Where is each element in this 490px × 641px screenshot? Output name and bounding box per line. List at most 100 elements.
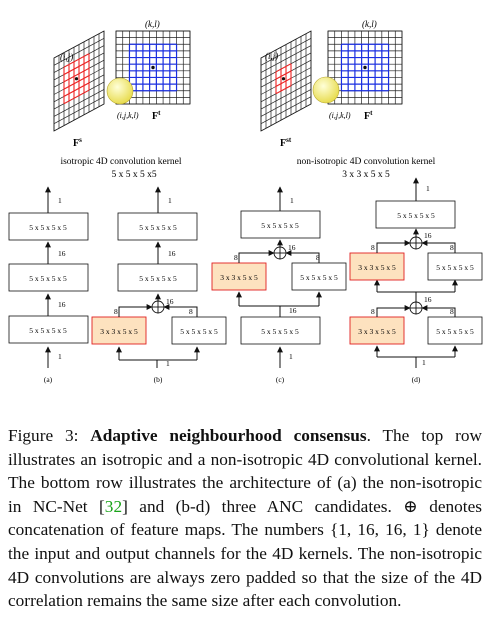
non-isotropic-kernel-illustration: (i,j) (k,l) (i,j,k,l) Fst Ft non-isotrop…	[260, 19, 436, 180]
conv-box	[8, 212, 89, 241]
channel-label: 8	[189, 307, 193, 316]
isotropic-kernel-caption: isotropic 4D convolution kernel	[60, 157, 181, 167]
target-feature-label: Ft	[152, 109, 161, 122]
isotropic-kernel-size: 5 x 5 x 5 x5	[111, 170, 156, 180]
channel-label: 1	[426, 184, 430, 193]
kernel-line	[275, 63, 292, 73]
network-a: 1 5 x 5 x 5 x 5 16 5 x 5 x 5 x 5 16 5 x …	[8, 186, 89, 384]
network-d: 1 3 x 3 x 5 x 5 5 x 5 x 5 x 5 8 8 16 3 x…	[349, 177, 483, 384]
channel-label: 1	[168, 196, 172, 205]
kernel-center-dot	[281, 77, 286, 81]
aniso-conv-box	[91, 316, 147, 345]
channel-label: 1	[58, 352, 62, 361]
channel-label: 16	[424, 295, 432, 304]
conv-box	[427, 252, 483, 281]
conv-box-label: 3 x 3 x 5 x 5	[358, 327, 396, 336]
conv-box-label: 3 x 3 x 5 x 5	[220, 273, 258, 282]
conv-box	[240, 316, 321, 345]
channel-label: 1	[289, 352, 293, 361]
channel-label: 8	[371, 243, 375, 252]
caption-prefix: Figure 3:	[8, 426, 91, 445]
conv-box	[117, 212, 198, 241]
channel-label: 8	[114, 307, 118, 316]
grid-line	[53, 96, 105, 125]
conv-box-label: 5 x 5 x 5 x 5	[397, 211, 435, 220]
source-point-label: (i,j)	[265, 51, 278, 61]
grid-line	[53, 89, 105, 117]
grid-line	[260, 96, 312, 125]
source-feature-grid	[260, 30, 312, 132]
network-label: (c)	[276, 375, 285, 384]
conv-box-label: 5 x 5 x 5 x 5	[436, 327, 474, 336]
caption-text-1: . The top row illustrates an isotropic a…	[8, 426, 483, 516]
channel-label: 16	[168, 249, 176, 258]
kernel-line	[275, 77, 292, 87]
conv-box-label: 5 x 5 x 5 x 5	[180, 327, 218, 336]
channel-label: 8	[316, 253, 320, 262]
conv-box	[291, 262, 347, 291]
channel-label: 16	[288, 243, 296, 252]
caption-text-2: ] and (b-d) three ANC candidates. ⊕ deno…	[8, 496, 482, 611]
citation-link[interactable]: 32	[104, 496, 123, 516]
channel-label: 8	[450, 307, 454, 316]
kernel-center-dot	[74, 77, 79, 81]
correlation-point-label: (i,j,k,l)	[329, 111, 351, 120]
architecture-figure: (i,j) (k,l) (i,j,k,l) Fs Ft isotropic 4D…	[8, 19, 483, 384]
conv-box	[240, 210, 321, 239]
conv-box-label: 3 x 3 x 5 x 5	[358, 263, 396, 272]
conv-box-label: 5 x 5 x 5 x 5	[29, 223, 67, 232]
conv-box	[375, 200, 456, 229]
aniso-conv-box	[349, 316, 405, 345]
correlation-point-label: (i,j,k,l)	[117, 111, 139, 120]
source-feature-label: Fst	[280, 136, 292, 149]
conv-box	[8, 263, 89, 292]
conv-box-label: 3 x 3 x 5 x 5	[100, 327, 138, 336]
kernel-sphere	[312, 76, 340, 104]
channel-label: 1	[166, 359, 170, 368]
channel-label: 16	[289, 306, 297, 315]
kernel-line	[63, 75, 90, 90]
source-feature-grid	[53, 30, 105, 132]
network-b: 1 3 x 3 x 5 x 5 5 x 5 x 5 x 5 8 8 16 5 x…	[91, 186, 227, 384]
conv-box-label: 5 x 5 x 5 x 5	[261, 327, 299, 336]
channel-label: 8	[234, 253, 238, 262]
network-label: (d)	[412, 375, 421, 384]
conv-box	[171, 316, 227, 345]
kernel-line	[63, 82, 90, 97]
kernel-line	[63, 67, 90, 83]
target-feature-label: Ft	[364, 109, 373, 122]
channel-label: 8	[450, 243, 454, 252]
target-point-label: (k,l)	[145, 19, 160, 29]
aniso-conv-box	[211, 262, 267, 291]
kernel-line	[275, 70, 292, 80]
kernel-line	[63, 53, 90, 68]
channel-label: 1	[422, 358, 426, 367]
source-feature-label: Fs	[73, 136, 82, 149]
network-label: (a)	[44, 375, 53, 384]
conv-box-label: 5 x 5 x 5 x 5	[261, 221, 299, 230]
conv-box	[427, 316, 483, 345]
source-point-label: (i,j)	[60, 52, 73, 62]
target-feature-grid	[327, 30, 403, 105]
conv-box-label: 5 x 5 x 5 x 5	[29, 326, 67, 335]
target-point-label: (k,l)	[362, 19, 377, 29]
conv-box-label: 5 x 5 x 5 x 5	[29, 274, 67, 283]
conv-box-label: 5 x 5 x 5 x 5	[436, 263, 474, 272]
conv-box-label: 5 x 5 x 5 x 5	[139, 223, 177, 232]
channel-label: 16	[166, 297, 174, 306]
grid-line	[260, 81, 312, 110]
kernel-line	[63, 89, 90, 105]
non-isotropic-kernel-caption: non-isotropic 4D convolution kernel	[297, 157, 436, 167]
channel-label: 8	[371, 307, 375, 316]
caption-title: Adaptive neighbourhood consensus	[90, 426, 367, 445]
grid-line	[260, 89, 312, 117]
figure-caption: Figure 3: Adaptive neighbourhood consens…	[8, 424, 482, 613]
network-label: (b)	[154, 375, 163, 384]
isotropic-kernel-illustration: (i,j) (k,l) (i,j,k,l) Fs Ft isotropic 4D…	[53, 19, 191, 180]
kernel-center-dot	[363, 65, 367, 70]
kernel-line	[275, 85, 292, 95]
kernel-center-dot	[151, 65, 155, 70]
non-isotropic-kernel-size: 3 x 3 x 5 x 5	[342, 170, 390, 180]
conv-box-label: 5 x 5 x 5 x 5	[300, 273, 338, 282]
kernel-line	[63, 60, 90, 75]
